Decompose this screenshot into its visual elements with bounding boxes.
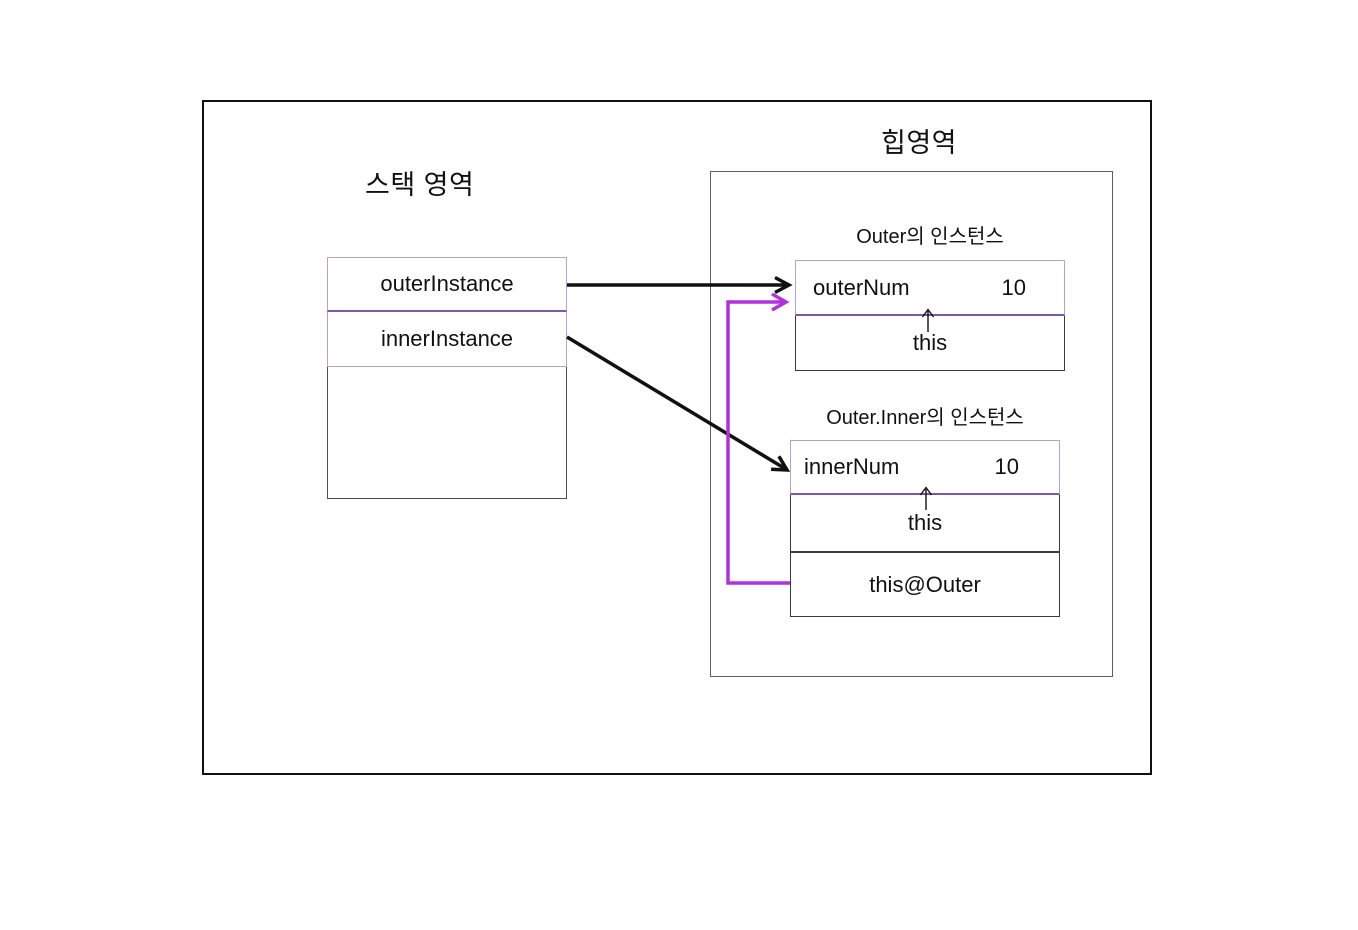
heap-region-title: 힙영역 [881, 128, 958, 158]
inner-instance-label: Outer.Inner의 인스턴스 [826, 407, 1024, 429]
outernum-field-name: outerNum [813, 274, 910, 300]
outer-instance-label: Outer의 인스턴스 [856, 226, 1004, 248]
stack-region-title: 스택 영역 [365, 170, 475, 200]
inner-instance-field-row: innerNum 10 [790, 440, 1060, 495]
this-at-outer-label: this@Outer [869, 571, 981, 597]
outernum-field-value: 10 [1001, 274, 1026, 300]
inner-instance-this-at-outer-row: this@Outer [790, 552, 1060, 617]
innernum-field-name: innerNum [804, 454, 900, 479]
stack-cell-innerinstance: innerInstance [327, 312, 567, 367]
inner-this-label: this [907, 510, 943, 535]
outer-instance-this-row: this [795, 316, 1065, 371]
outer-this-label: this [912, 330, 948, 355]
stack-cell-outerinstance: outerInstance [327, 257, 567, 312]
diagram-frame [202, 100, 1152, 775]
inner-instance-this-row: this [790, 495, 1060, 552]
stack-var-outerinstance-label: outerInstance [380, 271, 514, 296]
outer-instance-field-row: outerNum 10 [795, 260, 1065, 316]
stack-var-innerinstance-label: innerInstance [380, 326, 514, 351]
stack-empty-cell [327, 367, 567, 499]
innernum-field-value: 10 [994, 454, 1019, 479]
